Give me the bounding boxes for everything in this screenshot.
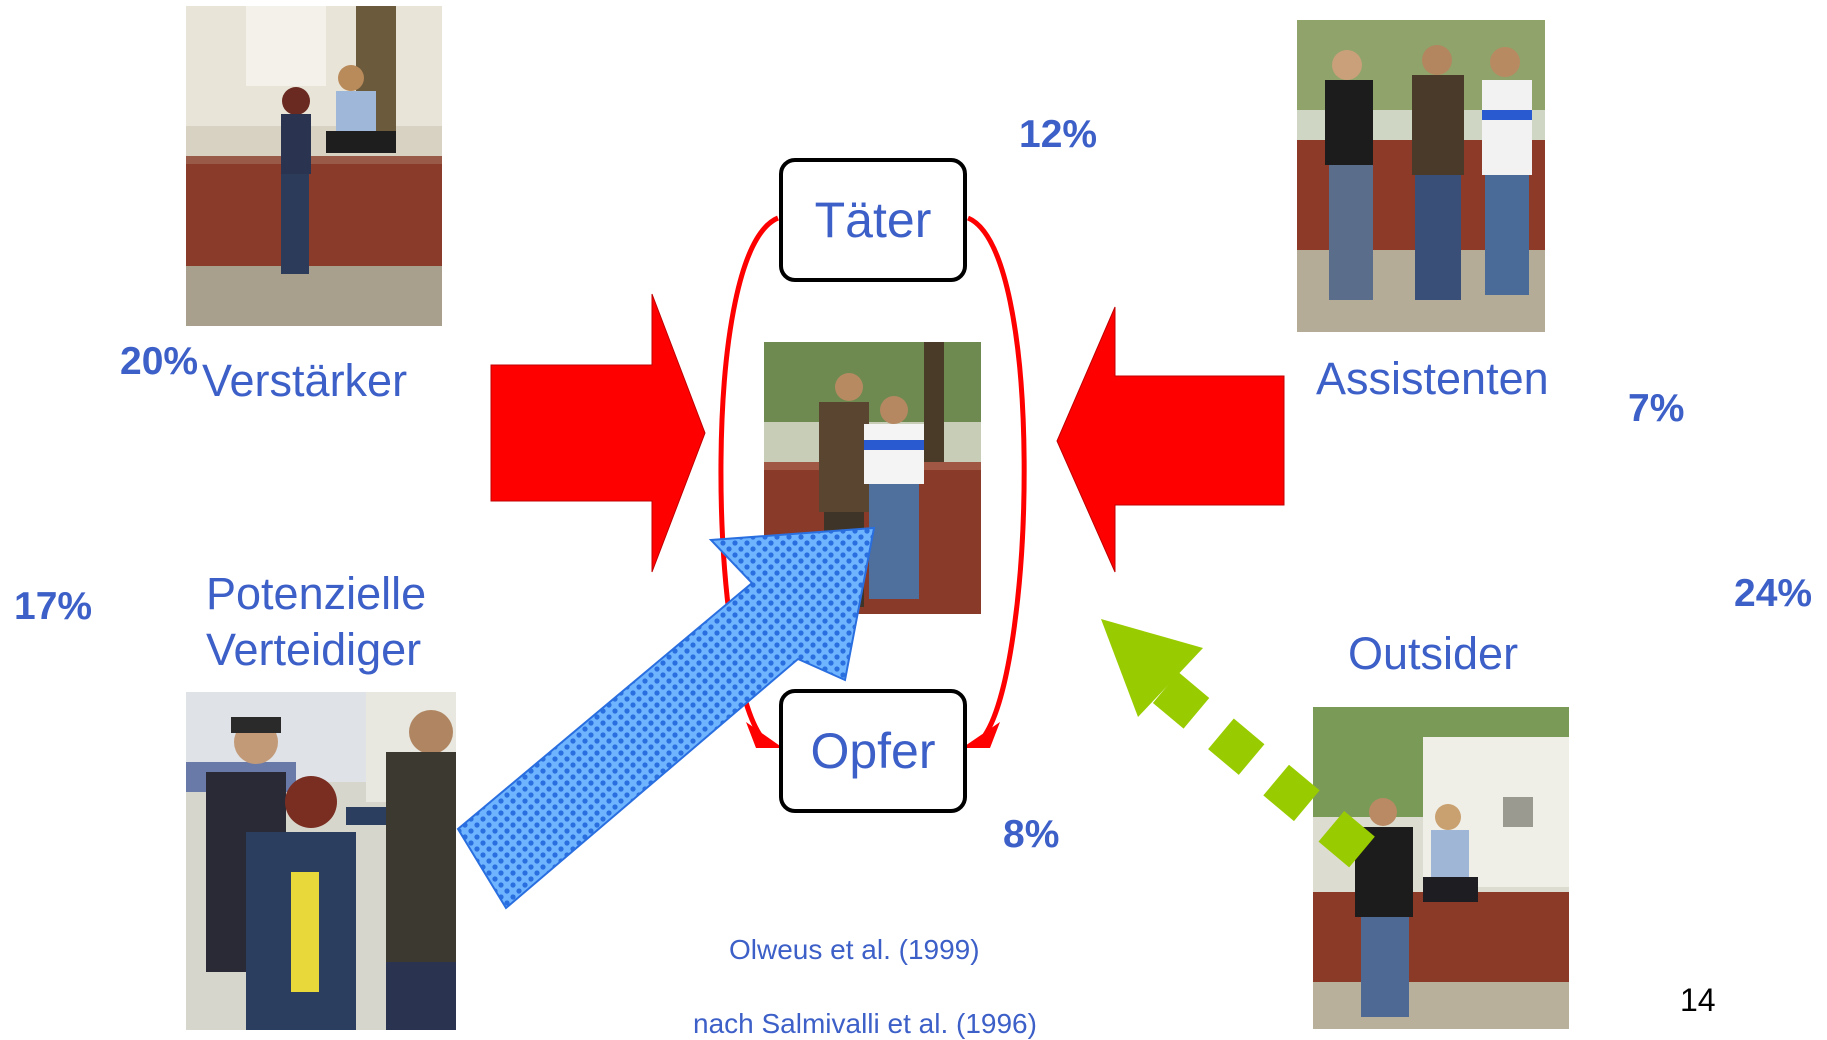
- citation-olweus: Olweus et al. (1999): [729, 934, 980, 965]
- arrow-taeter-opfer-right: [966, 215, 1027, 737]
- pct-assistenten: 7%: [1628, 387, 1685, 430]
- arrow-verstaerker: [490, 293, 706, 573]
- arrow-verteidiger: [456, 526, 876, 910]
- label-verteidiger-2: Verteidiger: [206, 624, 422, 675]
- pct-verteidiger: 17%: [14, 585, 93, 628]
- photo-assistenten: [1297, 20, 1545, 332]
- pct-opfer: 8%: [1003, 813, 1060, 856]
- citation-salmivalli: nach Salmivalli et al. (1996): [693, 1008, 1037, 1039]
- arrow-assistenten: [1056, 306, 1285, 573]
- pct-outsider: 24%: [1734, 572, 1813, 615]
- pct-verstaerker: 20%: [120, 340, 199, 383]
- photo-verteidiger: [186, 692, 456, 1030]
- arrow-taeter-opfer-right-head: [962, 722, 1000, 748]
- arrow-taeter-opfer-left-head: [746, 722, 783, 748]
- photo-outsider: [1313, 707, 1569, 1029]
- label-verstaerker: Verstärker: [202, 355, 408, 406]
- photo-verstaerker: [186, 6, 442, 326]
- label-outsider: Outsider: [1348, 628, 1519, 679]
- arrow-outsider-head: [1101, 619, 1203, 717]
- opfer-box: Opfer: [779, 689, 967, 813]
- arrow-outsider-shaft: [1152, 671, 1375, 868]
- label-verteidiger-1: Potenzielle: [206, 568, 427, 619]
- taeter-box: Täter: [779, 158, 967, 282]
- page-number: 14: [1680, 982, 1716, 1018]
- pct-taeter: 12%: [1019, 113, 1098, 156]
- label-assistenten: Assistenten: [1316, 353, 1549, 404]
